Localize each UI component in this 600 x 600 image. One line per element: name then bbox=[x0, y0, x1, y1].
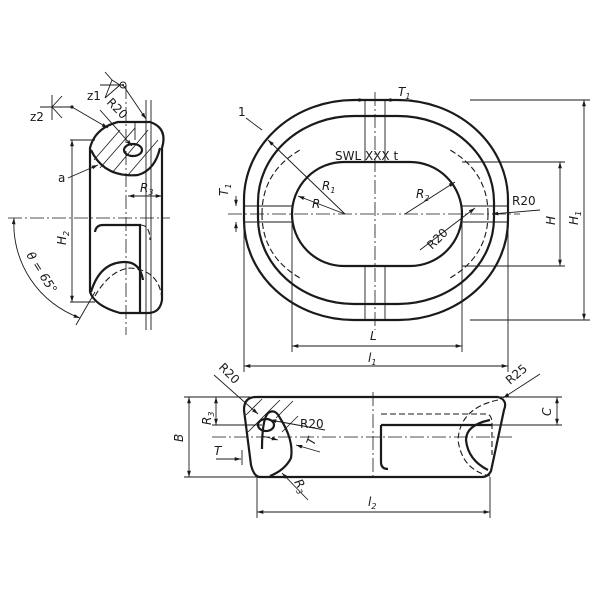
z2-label: z2 bbox=[30, 110, 44, 124]
h1-label: H1 bbox=[567, 211, 583, 225]
r3-label-top-left: R3 bbox=[200, 412, 216, 425]
side-view: H2 R3 a θ = 65° z1 z2 R20 bbox=[8, 71, 170, 335]
item-number: 1 bbox=[238, 105, 246, 119]
b-label: B bbox=[172, 434, 186, 442]
r3-label-top-bottom: R3 bbox=[290, 477, 311, 497]
l2-label: l2 bbox=[368, 495, 376, 511]
r2-label: R2 bbox=[416, 187, 429, 203]
z1-label: z1 bbox=[87, 89, 101, 103]
r20-label-side: R20 bbox=[104, 95, 131, 122]
r-label: R bbox=[312, 197, 320, 211]
weld-symbol-z2: z2 bbox=[30, 95, 109, 129]
r20-label-top-mid: R20 bbox=[300, 417, 324, 431]
section-hatching bbox=[93, 127, 159, 176]
theta-label: θ = 65° bbox=[23, 249, 59, 296]
r3-label-side: R3 bbox=[140, 181, 153, 197]
t-label-mid: T bbox=[304, 434, 320, 447]
l1-label: l1 bbox=[368, 351, 376, 367]
r1-label: R1 bbox=[322, 179, 335, 195]
h2-label: H2 bbox=[55, 231, 71, 245]
section-hatching-top bbox=[245, 398, 299, 433]
t1-label-left: T1 bbox=[217, 184, 233, 196]
h-label: H bbox=[544, 216, 558, 225]
r20-label-top-left: R20 bbox=[216, 360, 243, 387]
l-label: L bbox=[370, 329, 377, 343]
a-label: a bbox=[58, 171, 65, 185]
r20-label-front-right: R20 bbox=[512, 194, 536, 208]
weld-symbol-z1: z1 bbox=[87, 71, 147, 120]
swl-marking: SWL XXX t bbox=[335, 149, 398, 163]
top-view: B R3 T R20 R20 T R3 R25 C l2 bbox=[172, 360, 562, 518]
front-view: SWL XXX t 1 R R1 R2 R20 R20 T1 T1 H H1 L… bbox=[217, 85, 590, 372]
t-label-left: T bbox=[214, 444, 223, 458]
t1-label-top: T1 bbox=[398, 85, 410, 101]
c-label: C bbox=[540, 407, 554, 416]
